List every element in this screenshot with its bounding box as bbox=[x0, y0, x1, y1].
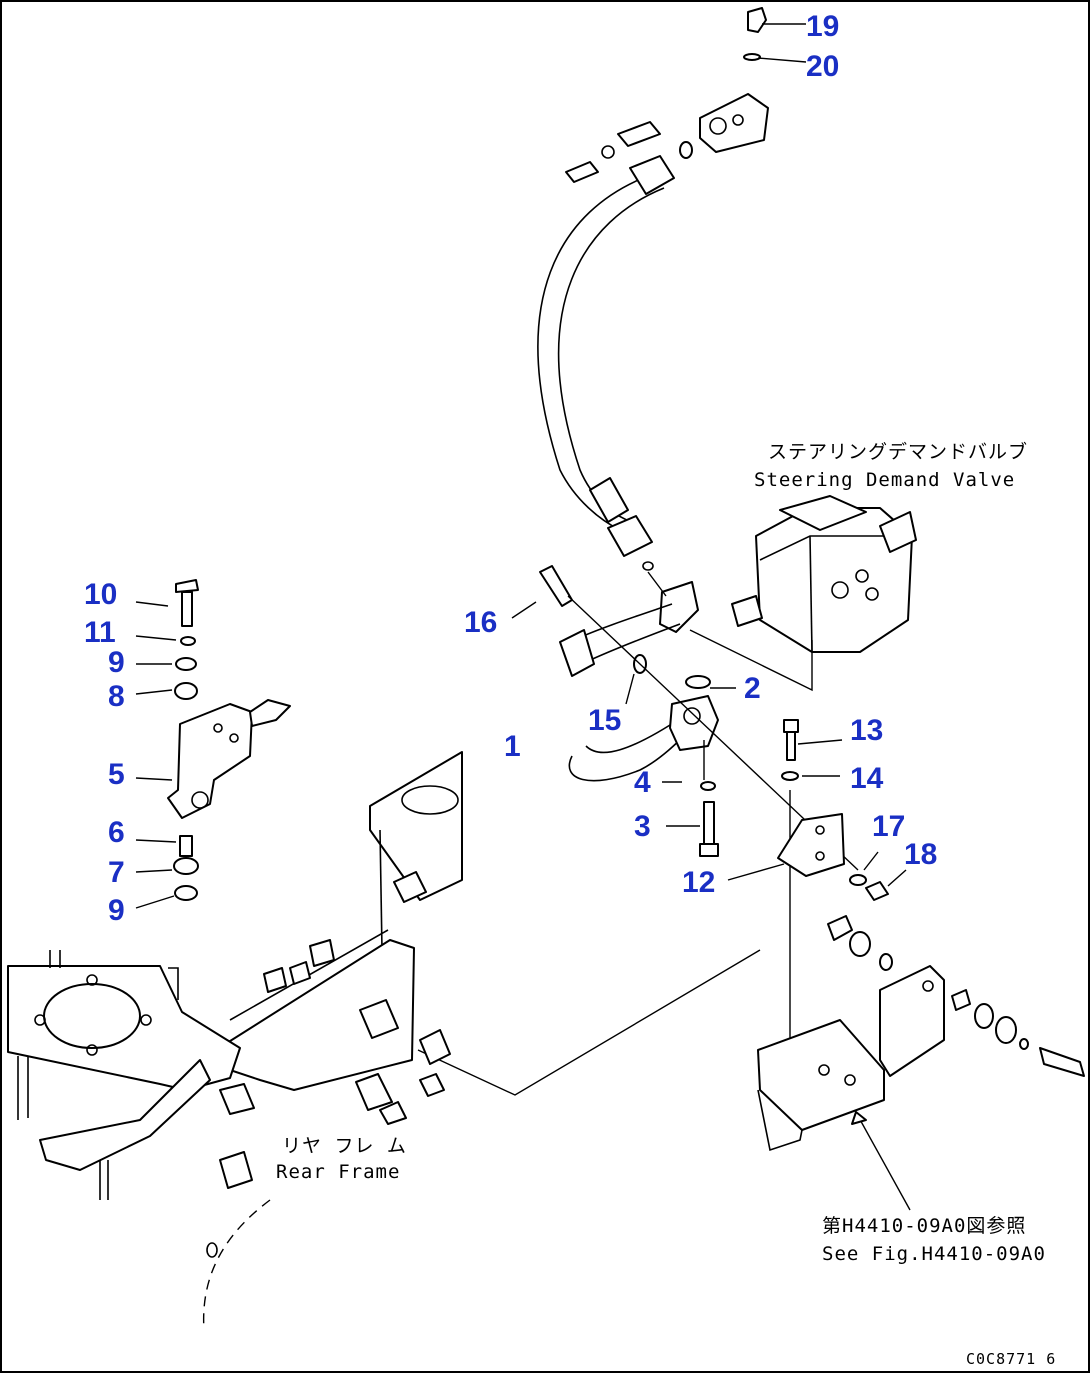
callout-1: 1 bbox=[504, 730, 521, 763]
ref-label-jp: 第H4410-09A0図参照 bbox=[822, 1215, 1026, 1237]
callout-14: 14 bbox=[850, 762, 884, 795]
callout-4: 4 bbox=[634, 766, 651, 799]
callout-18: 18 bbox=[904, 838, 937, 871]
drawing-code: C0C8771 6 bbox=[966, 1350, 1056, 1368]
steering-demand-valve bbox=[731, 495, 917, 653]
frame-label-jp: リヤ フレ ム bbox=[282, 1135, 407, 1157]
callout-13: 13 bbox=[850, 714, 883, 747]
frame-label-en: Rear Frame bbox=[276, 1161, 400, 1183]
notes: ステアリングデマンドバルブ Steering Demand Valve リヤ フ… bbox=[276, 440, 1056, 1368]
callout-10: 10 bbox=[84, 578, 117, 611]
valve-label-jp: ステアリングデマンドバルブ bbox=[768, 440, 1028, 463]
ref-label-en: See Fig.H4410-09A0 bbox=[822, 1243, 1046, 1265]
callout-9a: 9 bbox=[108, 646, 125, 679]
callout-17: 17 bbox=[872, 810, 905, 843]
callout-leaders bbox=[135, 23, 907, 909]
callout-15: 15 bbox=[588, 704, 621, 737]
left-parts bbox=[167, 579, 291, 901]
bracket-12 bbox=[777, 813, 845, 877]
callout-19: 19 bbox=[806, 10, 839, 43]
callout-20: 20 bbox=[806, 50, 839, 83]
callout-numbers: 19 20 10 11 9 8 5 6 7 9 16 2 15 1 4 3 13… bbox=[84, 10, 937, 927]
callout-11: 11 bbox=[84, 616, 116, 649]
rear-frame bbox=[7, 751, 463, 1331]
callout-16: 16 bbox=[464, 606, 497, 639]
callout-9b: 9 bbox=[108, 894, 125, 927]
callout-12: 12 bbox=[682, 866, 715, 899]
valve-label-en: Steering Demand Valve bbox=[754, 469, 1015, 491]
callout-5: 5 bbox=[108, 758, 125, 791]
callout-6: 6 bbox=[108, 816, 125, 849]
callout-3: 3 bbox=[634, 810, 651, 843]
callout-2: 2 bbox=[744, 672, 761, 705]
hose-assembly bbox=[537, 7, 769, 782]
fasteners-center bbox=[699, 719, 889, 901]
callout-8: 8 bbox=[108, 680, 125, 713]
callout-7: 7 bbox=[108, 856, 125, 889]
mount-bracket bbox=[757, 915, 1085, 1211]
